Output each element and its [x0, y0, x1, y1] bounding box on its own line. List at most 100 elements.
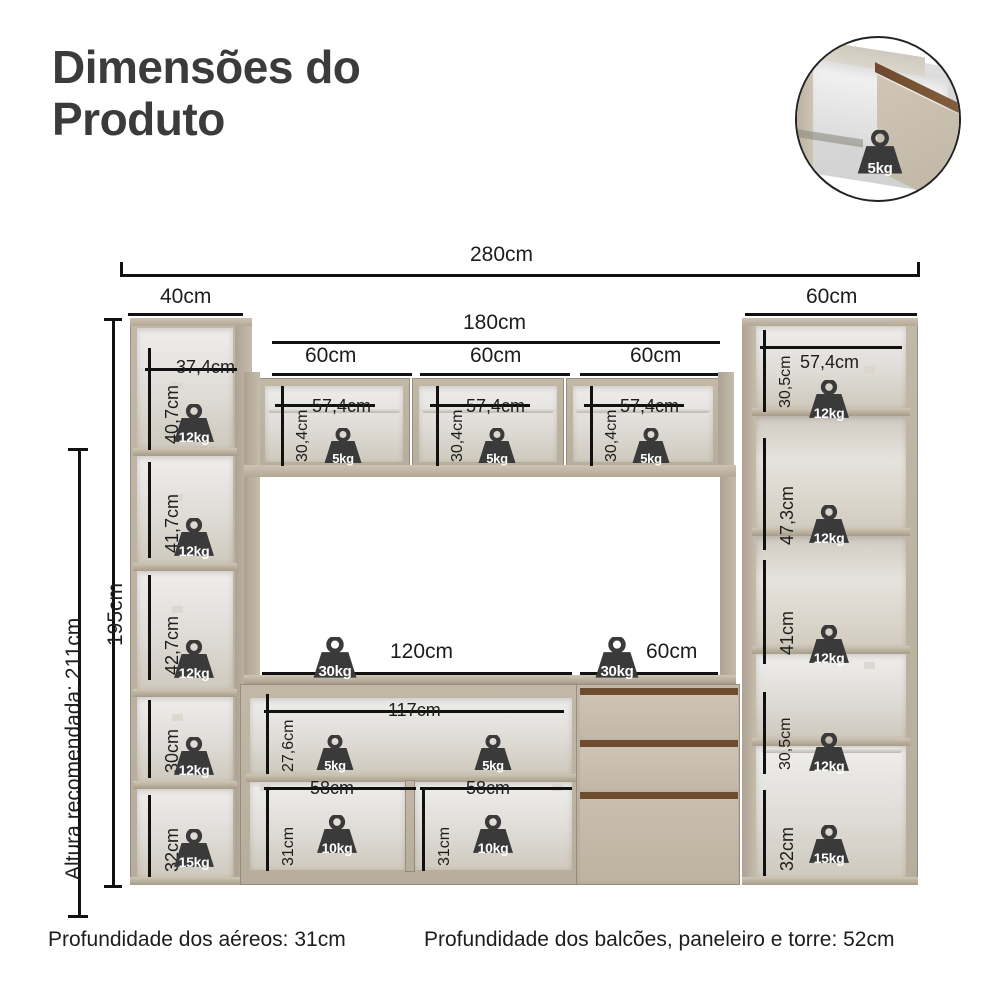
dimension-module-3: 60cm: [630, 344, 682, 367]
weight-badge-label: 12kg: [178, 429, 210, 445]
weight-badge-left-1: 12kg: [167, 404, 221, 445]
label-right-shelf-3: 41cm: [777, 610, 797, 655]
upper-cabinet-3-rod: [576, 408, 710, 413]
rule-recommended-height: [78, 448, 81, 918]
left-tower-peg-3: [172, 606, 183, 613]
rule-comp-2-width: [420, 787, 572, 790]
weight-badge-label: 5kg: [324, 758, 346, 773]
tv-opening-right-panel: [720, 477, 736, 684]
left-tower-shelf-3: [133, 689, 237, 697]
weight-badge-left-2: 12kg: [167, 518, 221, 559]
rule-cab-3-height: [590, 386, 593, 466]
label-right-shelf-4: 30,5cm: [777, 717, 794, 770]
tv-opening-left-panel: [244, 477, 260, 684]
rule-left-shelf-3: [148, 575, 151, 680]
label-comp-2-height: 31cm: [436, 826, 453, 866]
weight-badge-right-1: 12kg: [802, 380, 856, 421]
weight-badge-label: 30kg: [318, 663, 352, 680]
weight-badge-counter-left: 30kg: [306, 637, 364, 680]
weight-badge-counter-right: 30kg: [588, 637, 646, 680]
dimension-left-tower-width: 40cm: [160, 285, 212, 308]
center-niche-shelf: [246, 774, 576, 782]
label-counter-right-span: 60cm: [646, 640, 698, 663]
page-title: Dimensões do Produto: [52, 41, 492, 145]
drawer-left-panel: [797, 46, 813, 194]
weight-badge-comp-2: 10kg: [466, 815, 520, 856]
tick-total-left: [120, 262, 123, 276]
weight-badge-cab-1: 5kg: [318, 428, 368, 466]
rule-left-shelf-2: [148, 462, 151, 558]
tick-product-top: [104, 318, 122, 321]
rule-comp-1-height: [266, 787, 269, 871]
right-tower-cell-2: [756, 416, 906, 528]
rule-left-tower-inner-width: [145, 368, 237, 371]
rule-left-shelf-1: [148, 348, 151, 450]
label-cab-2-height: 30,4cm: [449, 409, 466, 462]
rule-cab-2-height: [436, 386, 439, 466]
left-tower-shelf-1: [133, 448, 237, 456]
label-right-tower-inner-width: 57,4cm: [800, 352, 860, 372]
label-comp-2-width: 58cm: [466, 778, 511, 798]
left-tower-peg-1: [172, 382, 183, 389]
tv-counter-top: [244, 675, 736, 684]
right-tower-base: [742, 877, 918, 885]
rule-left-shelf-4: [148, 700, 151, 778]
right-tower-shelf-4: [752, 738, 910, 746]
left-tower-shelf-2: [133, 563, 237, 571]
dimension-right-tower-width: 60cm: [806, 285, 858, 308]
footer-depth-balcoes: Profundidade dos balcões, paneleiro e to…: [424, 928, 895, 951]
dimension-center-width: 180cm: [463, 311, 527, 334]
label-product-height: 195cm: [104, 582, 127, 646]
rule-module-1: [272, 373, 412, 376]
rule-right-shelf-4: [763, 692, 766, 774]
weight-badge-label: 5kg: [867, 160, 893, 177]
weight-badge-niche-left: 5kg: [310, 735, 360, 773]
weight-badge-label: 30kg: [600, 663, 634, 680]
drawer-photo: 5kg: [795, 36, 961, 202]
right-tower-cell-4: [756, 654, 906, 738]
rule-center-width: [272, 341, 720, 344]
left-tower-base: [130, 877, 240, 885]
weight-badge-cab-2: 5kg: [472, 428, 522, 466]
label-niche-height: 27,6cm: [280, 719, 297, 772]
center-door[interactable]: [580, 792, 738, 882]
tick-recommended-bottom: [68, 915, 88, 918]
rule-left-shelf-5: [148, 795, 151, 877]
rule-module-3: [580, 373, 720, 376]
rule-counter-right-span: [580, 672, 718, 675]
weight-badge-label: 5kg: [482, 758, 504, 773]
center-unit-left-wedge: [244, 372, 260, 472]
weight-badge-label: 12kg: [178, 543, 210, 559]
center-drawer-2[interactable]: [580, 740, 738, 790]
weight-badge-right-4: 12kg: [802, 733, 856, 774]
rule-cab-2-width: [430, 404, 530, 407]
weight-badge-label: 12kg: [813, 530, 845, 546]
rule-comp-1-width: [264, 787, 416, 790]
rule-niche-height: [266, 694, 269, 774]
label-cab-2-width: 57,4cm: [466, 396, 526, 416]
center-compartment-1: [250, 782, 405, 870]
upper-cabinet-2-rod: [422, 408, 554, 413]
rule-right-shelf-5: [763, 790, 766, 876]
weight-badge-label: 5kg: [640, 451, 662, 466]
weight-badge-label: 12kg: [178, 665, 210, 681]
rule-total-width: [120, 274, 920, 277]
rule-niche-width: [264, 710, 564, 713]
weight-badge-label: 10kg: [477, 840, 509, 856]
label-right-shelf-5: 32cm: [777, 826, 797, 871]
center-drawer-1[interactable]: [580, 688, 738, 738]
weight-badge-left-3: 12kg: [167, 640, 221, 681]
label-cab-3-height: 30,4cm: [603, 409, 620, 462]
weight-badge-left-5: 15kg: [167, 829, 221, 870]
left-tower-peg-4: [172, 714, 183, 721]
weight-badge-label: 12kg: [813, 650, 845, 666]
center-unit-right-wedge: [718, 372, 734, 472]
weight-badge-niche-right: 5kg: [468, 735, 518, 773]
rule-comp-2-height: [422, 787, 425, 871]
rule-right-tower-inner-width: [760, 346, 902, 349]
weight-badge-label: 12kg: [178, 762, 210, 778]
label-cab-1-width: 57,4cm: [312, 396, 372, 416]
right-tower-peg-1: [864, 366, 875, 373]
rule-cab-1-height: [281, 386, 284, 466]
right-tower-peg-2: [864, 550, 875, 557]
